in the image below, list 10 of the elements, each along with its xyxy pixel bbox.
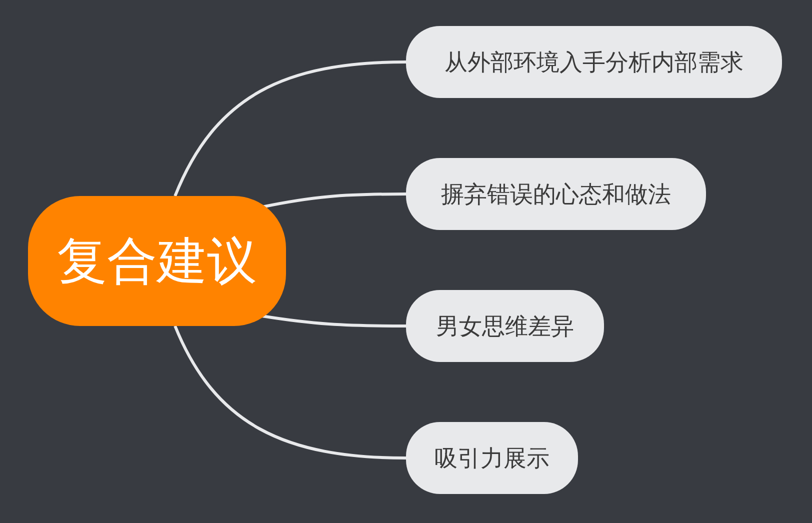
connector-line xyxy=(174,325,406,460)
subtopic-text: 从外部环境入手分析内部需求 xyxy=(444,48,744,78)
central-topic-box xyxy=(28,196,286,326)
subtopic-text: 摒弃错误的心态和做法 xyxy=(441,180,671,210)
central-topic-text: 复合建议 xyxy=(57,230,257,292)
subtopic-text: 男女思维差异 xyxy=(436,312,574,342)
subtopic-text: 吸引力展示 xyxy=(434,444,550,474)
connector-line xyxy=(262,192,406,208)
connector-line xyxy=(262,314,406,328)
connector-line xyxy=(174,60,406,197)
